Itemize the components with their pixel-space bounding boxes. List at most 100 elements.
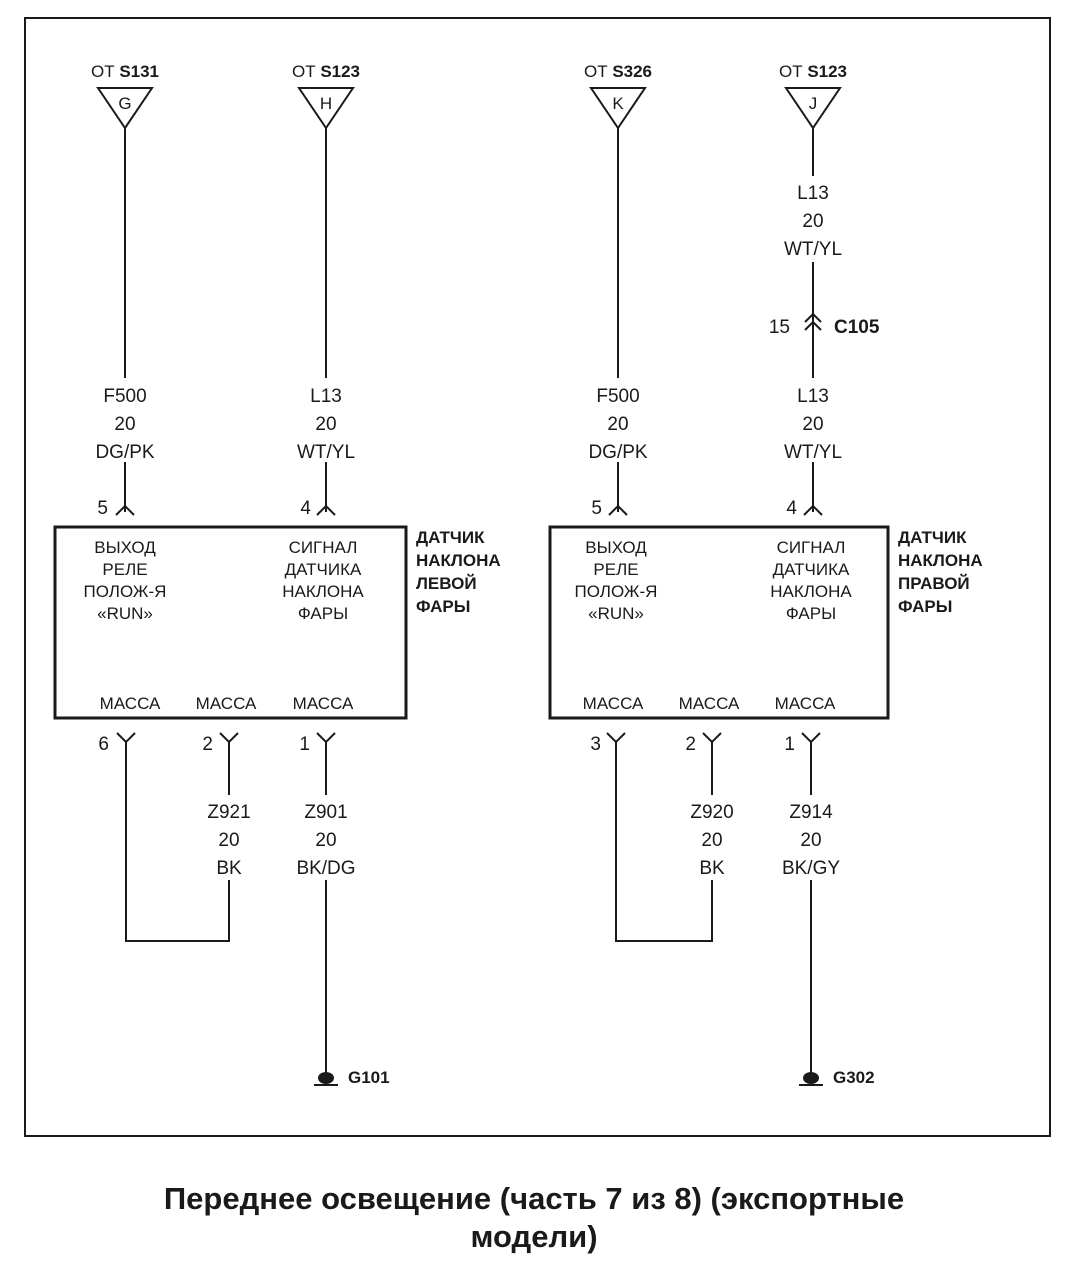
wire-color: DG/PK [95,442,154,463]
ground-g101: G101 [314,1068,390,1087]
svg-text:ФАРЫ: ФАРЫ [298,604,348,623]
wire-gauge: 20 [802,414,823,435]
wire-circuit: F500 [103,386,146,407]
svg-text:ПОЛОЖ-Я: ПОЛОЖ-Я [575,582,658,601]
terminal-icon [219,732,239,744]
wire-circuit: L13 [310,386,342,407]
ground-loop-left [125,742,230,942]
ground-label: G302 [833,1068,875,1087]
svg-text:ДАТЧИК: ДАТЧИК [416,528,485,547]
pin-number: 1 [299,734,310,755]
wire-color: BK/DG [296,858,355,879]
svg-text:ПРАВОЙ: ПРАВОЙ [898,574,970,593]
source-h-letter: H [320,94,332,113]
terminal-icon [316,732,336,744]
svg-text:ВЫХОД: ВЫХОД [94,538,156,557]
svg-text:ЛЕВОЙ: ЛЕВОЙ [416,574,477,593]
pin-number: 1 [784,734,795,755]
upper-wire-label-j: L13 20 WT/YL [784,386,842,463]
source-h-label: ОТ S123 [292,62,360,81]
caption-line-1: Переднее освещение (часть 7 из 8) (экспо… [163,1181,905,1216]
svg-text:ДАТЧИК: ДАТЧИК [898,528,967,547]
svg-text:ФАРЫ: ФАРЫ [786,604,836,623]
ground-icon [803,1072,819,1084]
pin-number: 2 [685,734,696,755]
diagram-frame [24,17,1051,1137]
source-h: ОТ S123 H [292,62,360,130]
wire-gauge: 20 [315,414,336,435]
wire-color: BK/GY [782,858,840,879]
wire-circuit: Z921 [207,802,250,823]
svg-text:РЕЛЕ: РЕЛЕ [102,560,147,579]
splice-triangle-icon [784,87,842,130]
svg-text:РЕЛЕ: РЕЛЕ [593,560,638,579]
lower-wire-label-z920: Z920 20 BK [690,802,733,879]
right-module-name: ДАТЧИК НАКЛОНА ПРАВОЙ ФАРЫ [898,528,983,616]
pin-number: 2 [202,734,213,755]
source-j-letter: J [809,94,818,113]
ground-loop-right [615,742,713,942]
ground-label: G101 [348,1068,390,1087]
wire-gauge: 20 [701,830,722,851]
source-k-label: ОТ S326 [584,62,652,81]
svg-text:МАССА: МАССА [679,694,740,713]
terminal-icon [702,732,722,744]
svg-text:ДАТЧИКА: ДАТЧИКА [773,560,850,579]
right-module-box [548,525,890,720]
right-module-ground-labels: МАССА МАССА МАССА [583,694,836,713]
svg-text:МАССА: МАССА [100,694,161,713]
inline-connector-icon [804,312,822,331]
wire-circuit: Z920 [690,802,733,823]
wire-circuit: F500 [596,386,639,407]
wire-color: DG/PK [588,442,647,463]
wire-circuit: Z914 [789,802,833,823]
svg-text:ДАТЧИКА: ДАТЧИКА [285,560,362,579]
connector-c105: 15 C105 [769,312,880,338]
svg-text:МАССА: МАССА [775,694,836,713]
ground-g302: G302 [799,1068,875,1087]
wire-gauge: 20 [802,211,823,232]
source-g-label: ОТ S131 [91,62,159,81]
terminal-icon [608,504,628,516]
svg-text:МАССА: МАССА [583,694,644,713]
terminal-icon [116,732,136,744]
c105-name: C105 [834,317,880,338]
right-module-signal-label: СИГНАЛ ДАТЧИКА НАКЛОНА ФАРЫ [770,538,852,623]
left-module-box [53,525,408,720]
wire-color: BK [699,858,725,879]
left-module-ground-labels: МАССА МАССА МАССА [100,694,354,713]
svg-text:НАКЛОНА: НАКЛОНА [282,582,364,601]
caption-line-2: модели) [470,1219,598,1254]
svg-text:ФАРЫ: ФАРЫ [898,597,952,616]
source-j-label: ОТ S123 [779,62,847,81]
wire-gauge: 20 [315,830,336,851]
svg-text:МАССА: МАССА [293,694,354,713]
left-module-name: ДАТЧИК НАКЛОНА ЛЕВОЙ ФАРЫ [416,528,501,616]
source-k: ОТ S326 K [584,62,652,130]
wire-gauge: 20 [607,414,628,435]
svg-text:НАКЛОНА: НАКЛОНА [898,551,983,570]
left-module-run-label: ВЫХОД РЕЛЕ ПОЛОЖ-Я «RUN» [84,538,167,623]
terminal-icon [803,504,823,516]
pin-number: 6 [98,734,109,755]
right-module-run-label: ВЫХОД РЕЛЕ ПОЛОЖ-Я «RUN» [575,538,658,623]
wire-color: BK [216,858,242,879]
svg-text:НАКЛОНА: НАКЛОНА [416,551,501,570]
wire-circuit: L13 [797,386,829,407]
splice-triangle-icon [96,87,154,130]
svg-text:НАКЛОНА: НАКЛОНА [770,582,852,601]
svg-text:ФАРЫ: ФАРЫ [416,597,470,616]
ground-icon [318,1072,334,1084]
lower-wire-label-z921: Z921 20 BK [207,802,250,879]
terminal-icon [115,504,135,516]
source-k-letter: K [612,94,624,113]
wire-gauge: 20 [800,830,821,851]
svg-text:«RUN»: «RUN» [97,604,153,623]
source-j: ОТ S123 J [779,62,847,130]
wire-circuit: Z901 [304,802,347,823]
wire-color: WT/YL [297,442,355,463]
lower-wire-label-z901: Z901 20 BK/DG [296,802,355,879]
upper-wire-label-h: L13 20 WT/YL [297,386,355,463]
upper-wire-label-g: F500 20 DG/PK [95,386,154,463]
wire-color: WT/YL [784,442,842,463]
